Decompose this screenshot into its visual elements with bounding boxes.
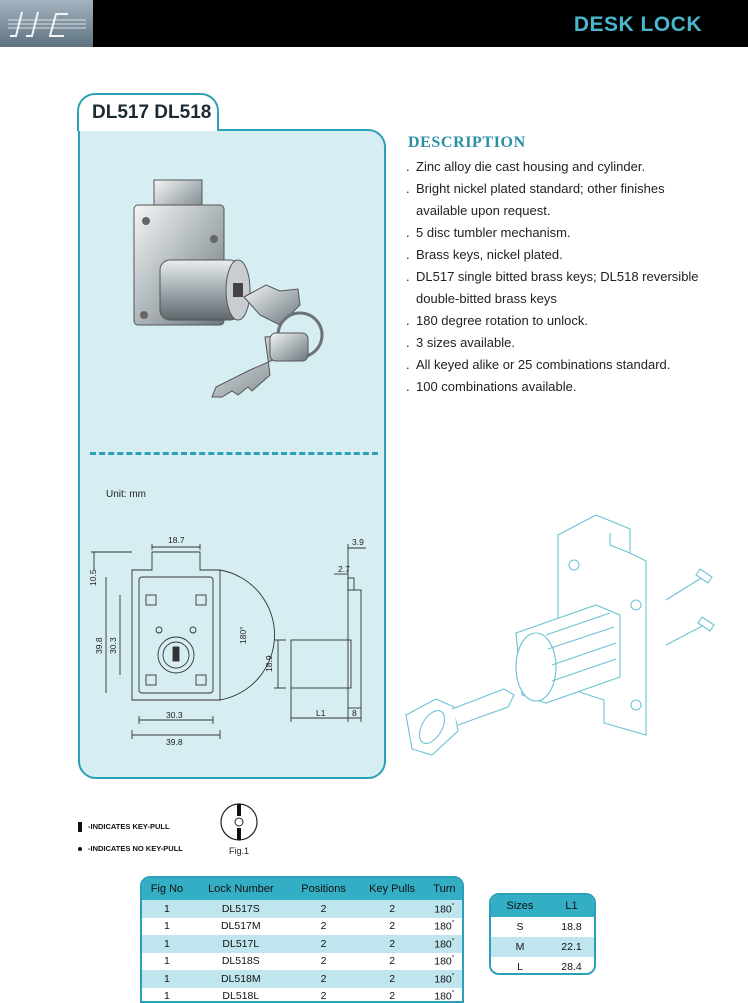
product-photo [120, 165, 340, 415]
dim-8: 8 [352, 708, 357, 718]
dim-39-8-h: 39.8 [166, 737, 183, 747]
dim-30-3-h: 30.3 [166, 710, 183, 720]
figure-1-icon [219, 802, 259, 842]
description-list: Zinc alloy die cast housing and cylinder… [404, 156, 706, 398]
dim-39-8-v: 39.8 [94, 637, 104, 654]
description-title: DESCRIPTION [408, 134, 526, 152]
col-lock-number: Lock Number [192, 878, 290, 900]
dim-18-9: 18.9 [264, 655, 274, 672]
logo-icon [8, 6, 86, 42]
table-header-row: Fig No Lock Number Positions Key Pulls T… [142, 878, 462, 900]
key-pull-marker-icon [78, 822, 82, 832]
description-item: DL517 single bitted brass keys; DL518 re… [404, 266, 706, 310]
col-l1: L1 [549, 895, 594, 917]
lock-table: Fig No Lock Number Positions Key Pulls T… [140, 876, 464, 1003]
col-key-pulls: Key Pulls [357, 878, 426, 900]
description-item: 100 combinations available. [404, 376, 706, 398]
col-turn: Turn [427, 878, 462, 900]
unit-label: Unit: mm [106, 489, 146, 500]
col-sizes: Sizes [491, 895, 549, 917]
section-divider [90, 452, 378, 455]
dim-2-7: 2.7 [338, 564, 350, 574]
col-fig-no: Fig No [142, 878, 192, 900]
dim-30-3-v: 30.3 [108, 637, 118, 654]
description-item: 180 degree rotation to unlock. [404, 310, 706, 332]
description-item: 3 sizes available. [404, 332, 706, 354]
legend-no-key-pull: -INDICATES NO KEY-PULL [78, 844, 183, 853]
technical-drawing: 18.7 10.5 39.8 30.3 30.3 39.8 180° 3.9 2… [86, 530, 386, 750]
model-title: DL517 DL518 [92, 102, 211, 124]
dim-10-5: 10.5 [88, 569, 98, 586]
description-item: Zinc alloy die cast housing and cylinder… [404, 156, 706, 178]
col-positions: Positions [290, 878, 358, 900]
description-item: Bright nickel plated standard; other fin… [404, 178, 706, 222]
page-header: DESK LOCK [0, 0, 748, 47]
exploded-diagram [396, 505, 726, 790]
dim-3-9: 3.9 [352, 537, 364, 547]
no-key-pull-marker-icon [78, 847, 82, 851]
model-tab: DL517 DL518 [77, 93, 219, 131]
dim-width-top: 18.7 [168, 535, 185, 545]
dim-l1: L1 [316, 708, 326, 718]
header-title: DESK LOCK [574, 13, 702, 37]
figure-caption: Fig.1 [229, 846, 249, 856]
brand-logo [0, 0, 93, 47]
description-item: Brass keys, nickel plated. [404, 244, 706, 266]
description-item: 5 disc tumbler mechanism. [404, 222, 706, 244]
table-header-row: Sizes L1 [491, 895, 594, 917]
legend-key-pull: -INDICATES KEY-PULL [78, 822, 170, 832]
dim-rotation: 180° [238, 626, 248, 644]
description-item: All keyed alike or 25 combinations stand… [404, 354, 706, 376]
